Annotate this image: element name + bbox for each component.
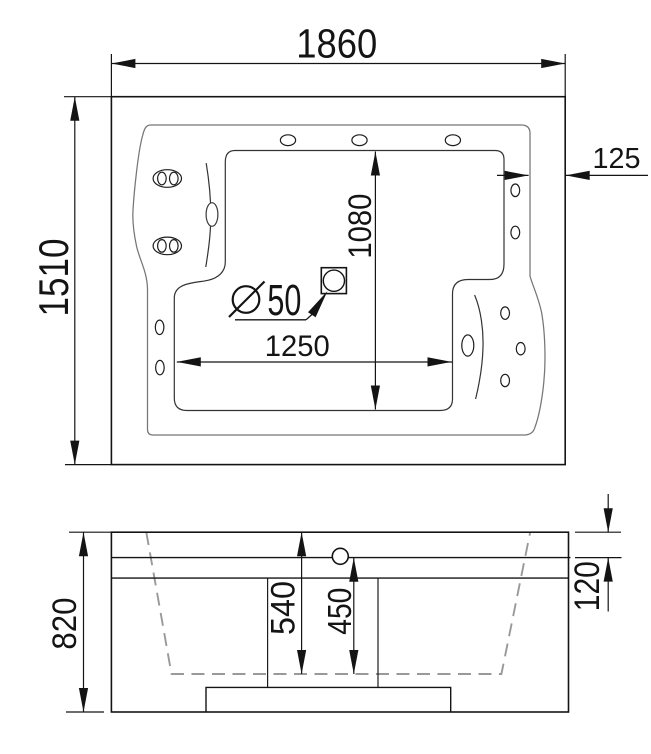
svg-text:1860: 1860 [296, 21, 377, 67]
svg-text:50: 50 [267, 276, 301, 325]
svg-text:120: 120 [568, 561, 607, 611]
svg-text:125: 125 [593, 143, 641, 175]
svg-text:450: 450 [321, 588, 358, 635]
svg-text:1080: 1080 [342, 194, 378, 259]
svg-text:540: 540 [265, 581, 303, 635]
svg-text:820: 820 [46, 598, 84, 650]
svg-text:1510: 1510 [30, 239, 77, 317]
svg-text:1250: 1250 [265, 330, 330, 363]
